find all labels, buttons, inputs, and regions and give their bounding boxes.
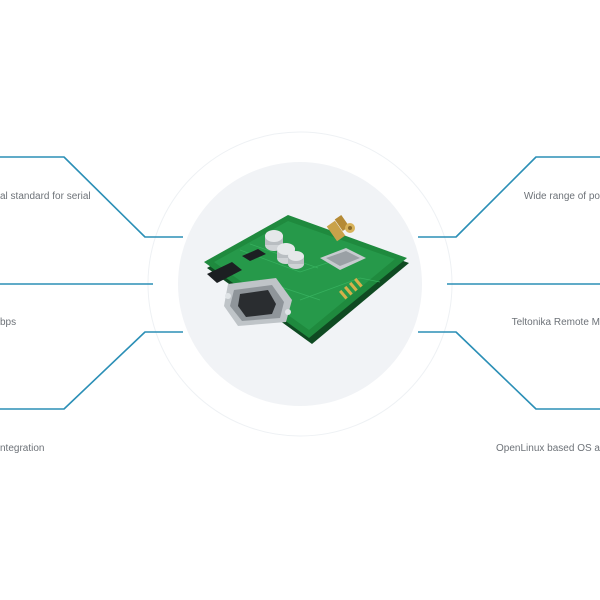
gold-edge-pads — [339, 277, 363, 300]
connector-left-top — [0, 156, 183, 238]
feature-label-left-2: bps — [0, 317, 17, 328]
sim-card-holder — [320, 248, 366, 270]
feature-label-left-3: ntegration — [0, 443, 45, 454]
terminal-block — [207, 262, 242, 283]
feature-label-right-2: Teltonika Remote M — [511, 317, 600, 328]
connector-right-top — [418, 156, 600, 238]
ic-chip — [242, 249, 266, 261]
capacitors — [265, 230, 304, 269]
feature-label-right-1: Wide range of po — [523, 191, 600, 202]
connector-left-bottom — [0, 331, 183, 410]
feature-label-left-1: al standard for serial — [0, 191, 91, 202]
feature-label-right-3: OpenLinux based OS a — [496, 443, 600, 454]
antenna-connector — [326, 214, 355, 242]
pcb-board-highlight — [214, 221, 395, 330]
connector-lines — [0, 156, 600, 410]
connector-right-bottom — [418, 331, 600, 410]
gsm-modem-pcb-board — [204, 214, 409, 344]
db9-serial-connector — [224, 278, 292, 326]
